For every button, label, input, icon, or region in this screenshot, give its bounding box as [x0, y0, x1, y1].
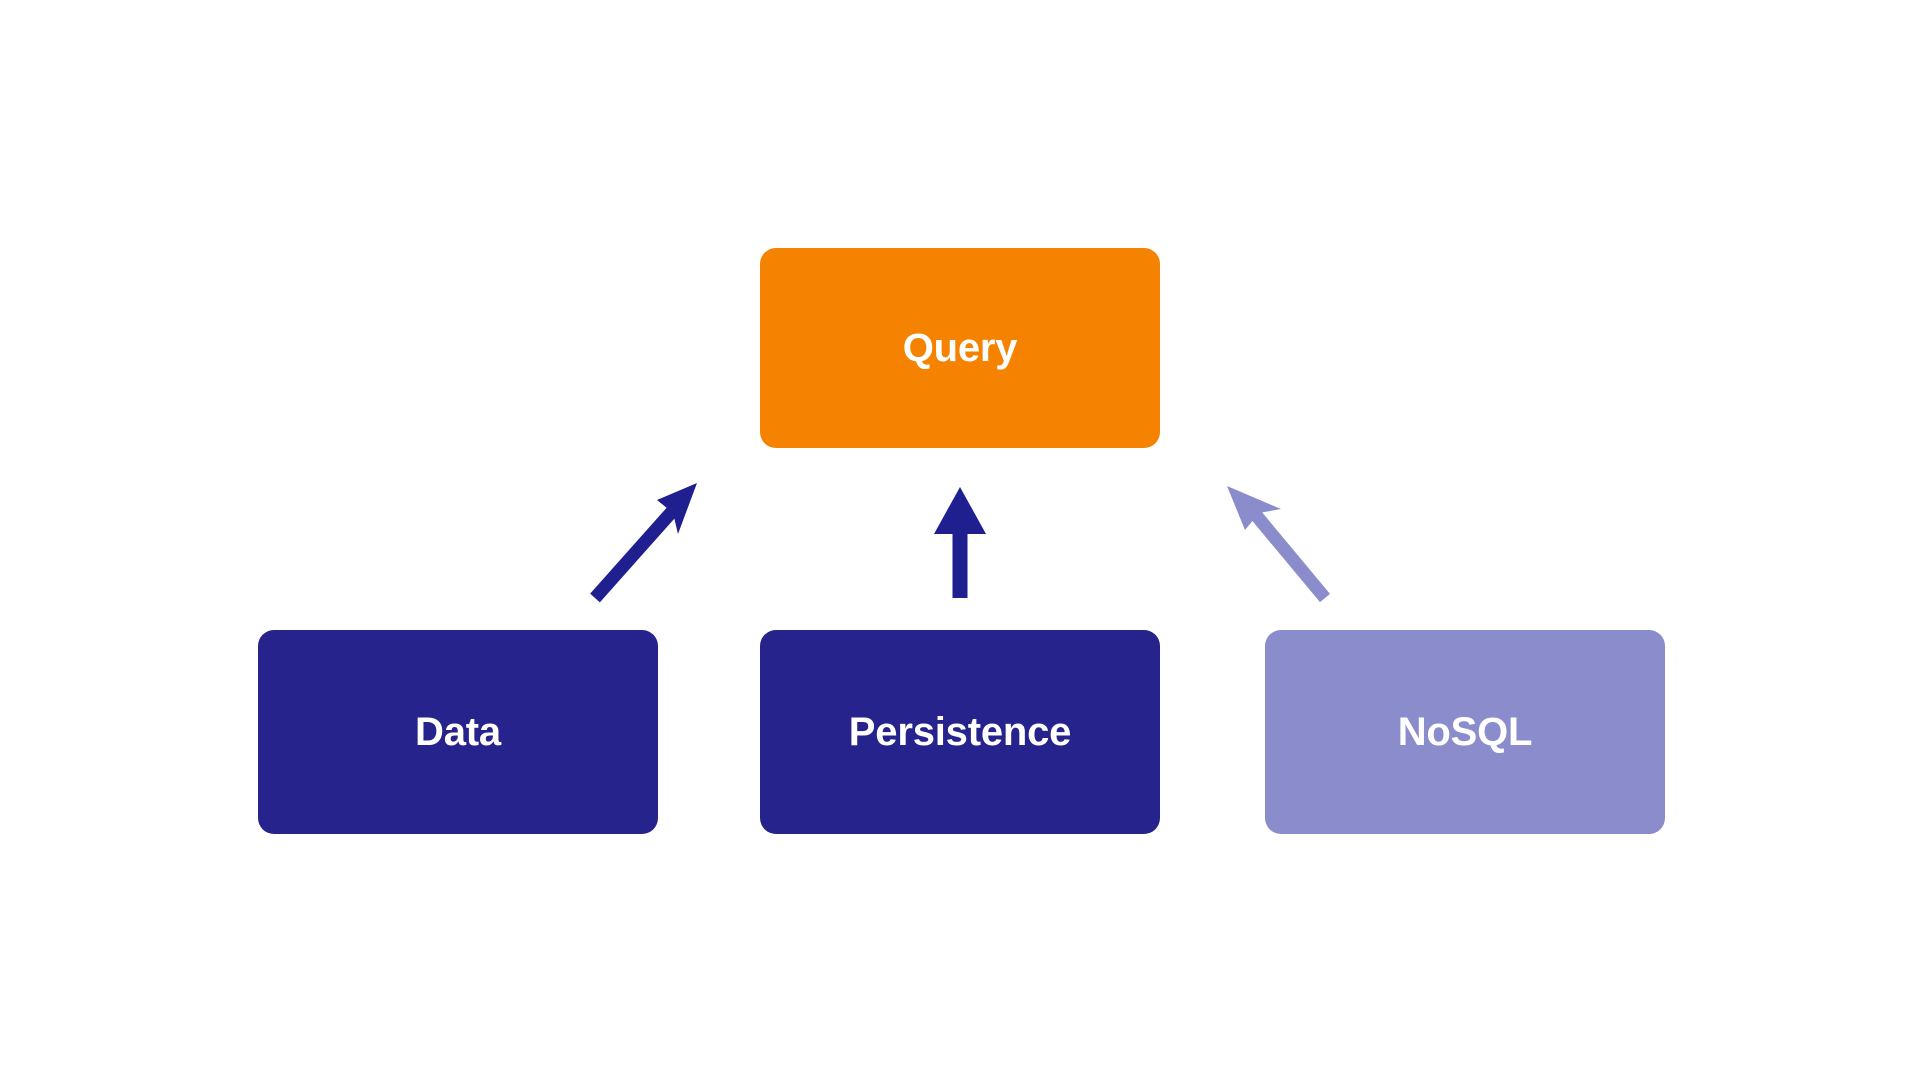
node-persistence-label: Persistence [848, 710, 1072, 754]
node-nosql[interactable]: NoSQL [1265, 630, 1665, 834]
node-data[interactable]: Data [258, 630, 658, 834]
node-persistence[interactable]: Persistence [760, 630, 1160, 834]
node-query-label: Query [902, 326, 1018, 370]
node-nosql-label: NoSQL [1397, 710, 1533, 754]
arrow-data-to-query-icon [590, 483, 697, 603]
node-data-label: Data [415, 710, 501, 754]
arrow-nosql-to-query-icon [1227, 486, 1330, 603]
node-query[interactable]: Query [760, 248, 1160, 448]
arrow-persistence-to-query-icon [934, 487, 986, 598]
